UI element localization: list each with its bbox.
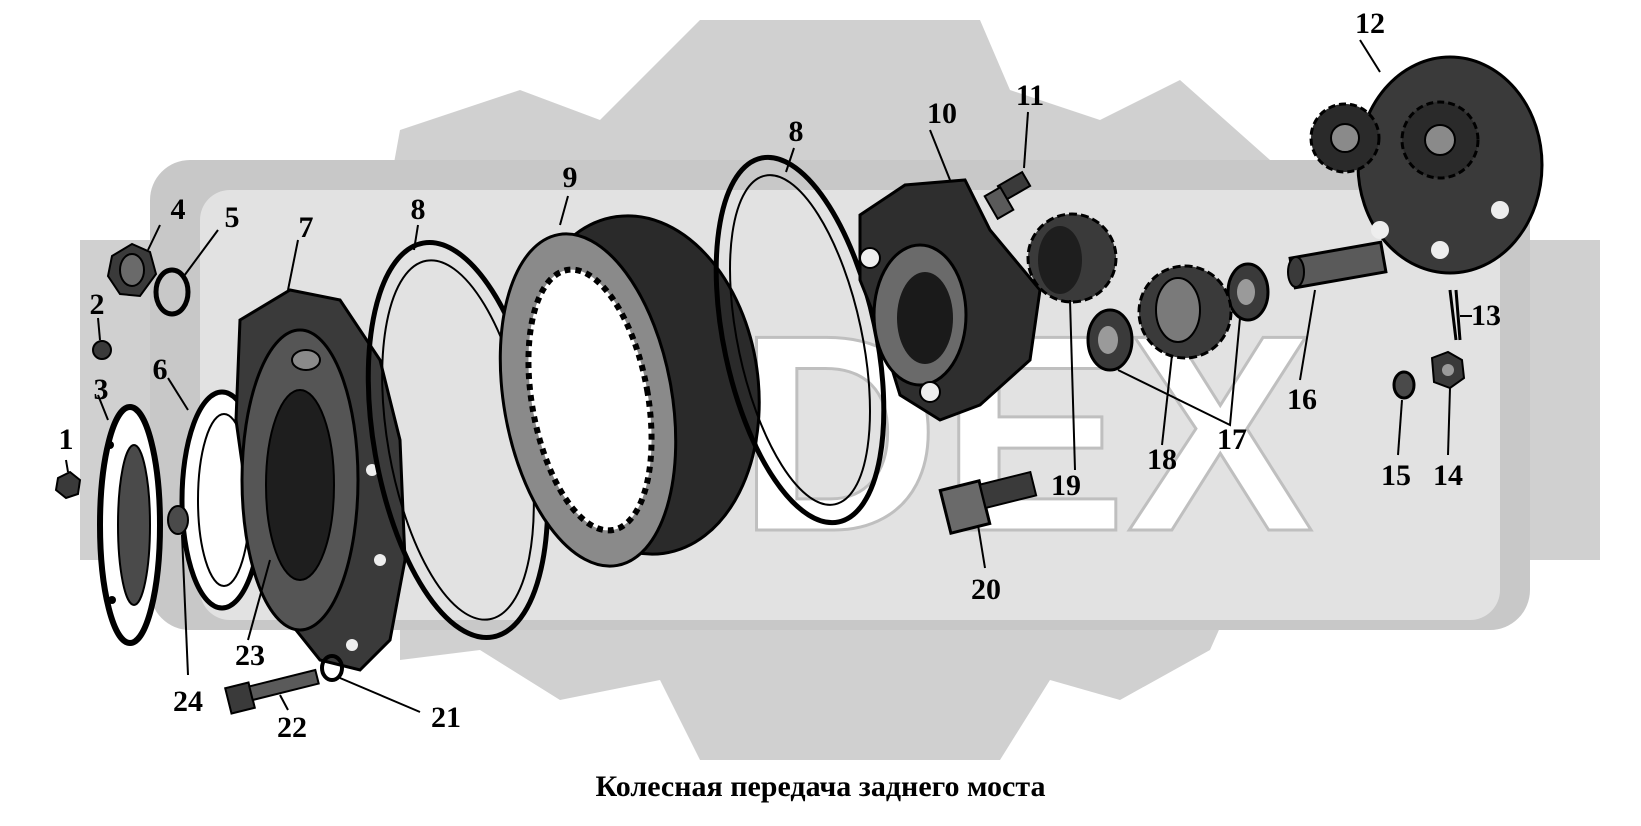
leader-23 (247, 559, 271, 641)
part-14-nut (1430, 350, 1466, 456)
part-17-bearing-b (1226, 262, 1270, 322)
part-17-bearing-a (1086, 308, 1134, 372)
callout-23: 23 (235, 639, 265, 672)
callout-14: 14 (1433, 459, 1463, 492)
callout-8-left: 8 (410, 193, 426, 226)
callout-20: 20 (971, 573, 1001, 606)
callout-16: 16 (1287, 383, 1317, 416)
callout-4: 4 (170, 193, 186, 226)
callout-7: 7 (298, 211, 314, 244)
part-2-washer (92, 317, 112, 360)
part-22-bolt (223, 668, 320, 715)
callout-10: 10 (927, 97, 957, 130)
part-16-axle (1287, 240, 1388, 381)
callout-13: 13 (1471, 299, 1501, 332)
part-24-stud (167, 505, 189, 676)
callout-9: 9 (562, 161, 578, 194)
part-11-bolt (983, 111, 1032, 221)
callout-11: 11 (1015, 79, 1045, 112)
part-18-gear (1137, 264, 1233, 446)
part-5-ring (153, 229, 219, 317)
callout-5: 5 (224, 201, 240, 234)
callout-1: 1 (58, 423, 74, 456)
part-13-pin (1448, 289, 1472, 341)
callout-19: 19 (1051, 469, 1081, 502)
part-21-washer (320, 654, 421, 713)
callout-18: 18 (1147, 443, 1177, 476)
callout-3: 3 (93, 373, 109, 406)
part-15-washer (1392, 370, 1416, 456)
callout-21: 21 (431, 701, 461, 734)
callout-8-right: 8 (788, 115, 804, 148)
part-3-cover (97, 394, 163, 646)
callout-17: 17 (1217, 423, 1247, 456)
leader-17 (1117, 317, 1241, 427)
part-20-bolt (938, 470, 1038, 569)
part-1-nut (54, 459, 82, 500)
part-10-carrier (858, 129, 1042, 422)
part-7-housing (234, 239, 407, 672)
part-4-plug (106, 224, 161, 298)
callout-15: 15 (1381, 459, 1411, 492)
callout-12: 12 (1355, 7, 1385, 40)
callout-22: 22 (277, 711, 307, 744)
diagram-caption: Колесная передача заднего моста (595, 770, 1046, 803)
part-12-hub (1309, 39, 1544, 275)
callout-2: 2 (89, 288, 105, 321)
part-9-ring-gear (498, 195, 761, 568)
callout-24: 24 (173, 685, 203, 718)
part-19-gear (1026, 212, 1118, 471)
callout-6: 6 (152, 353, 168, 386)
